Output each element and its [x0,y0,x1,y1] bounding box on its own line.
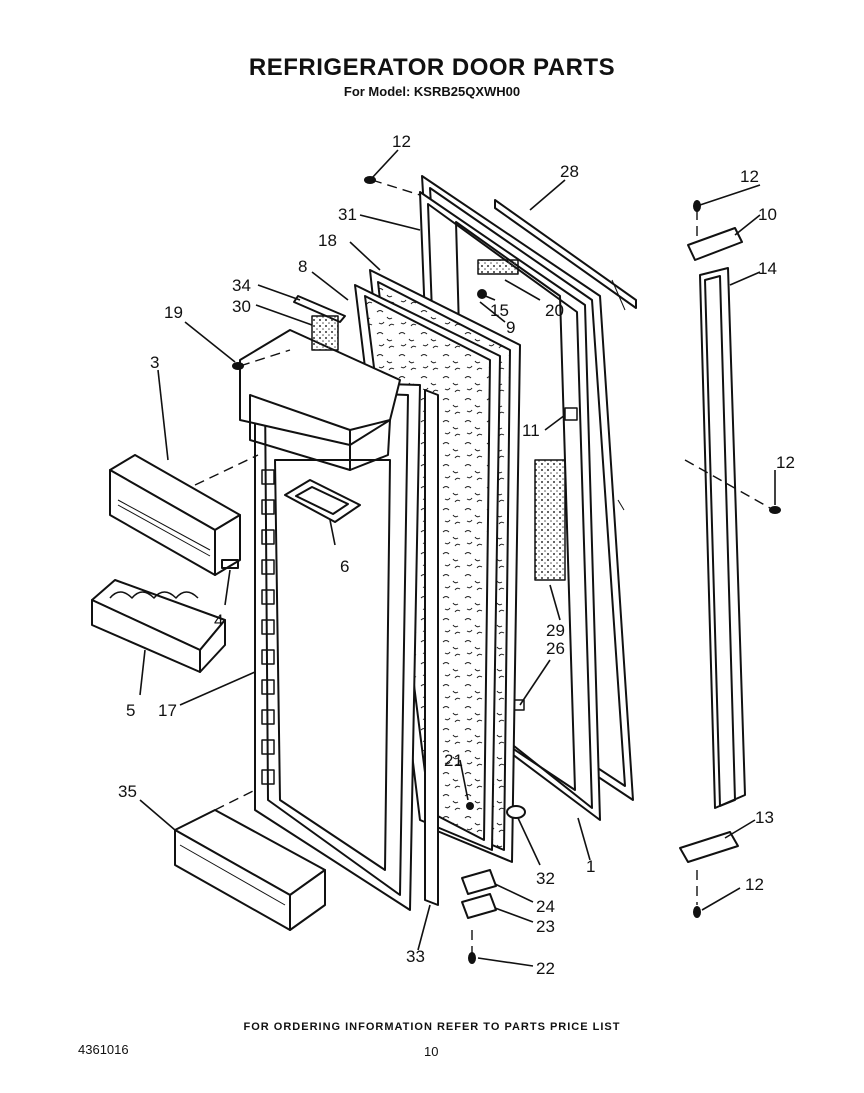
callout-33: 33 [406,947,425,966]
callout-29: 29 [546,621,565,640]
callout-3: 3 [150,353,159,372]
screw-19 [232,362,244,370]
screw-right-12 [769,506,781,514]
callout-26: 26 [546,639,565,658]
callout-22: 22 [536,959,555,978]
callout-4: 4 [214,611,223,630]
callout-19: 19 [164,303,183,322]
door-bracket [564,407,578,421]
screw-hinge-bottom [693,906,701,918]
bottom-plate-lower [461,893,497,919]
callout-13: 13 [755,808,774,827]
callout-9: 9 [506,318,515,337]
callout-12: 12 [776,453,795,472]
callout-15: 15 [490,301,509,320]
callout-11: 11 [522,421,540,440]
callout-6: 6 [340,557,349,576]
fastener-21 [466,802,474,810]
top-hinge [687,227,743,261]
callout-8: 8 [298,257,307,276]
callout-12: 12 [745,875,764,894]
callout-20: 20 [545,301,564,320]
drip-tray [284,479,361,523]
callout-14: 14 [758,259,777,278]
screws [232,176,781,964]
inner-door-liner [254,379,421,911]
bottom-plate-upper [461,869,497,895]
callout-28: 28 [560,162,579,181]
callout-5: 5 [126,701,135,720]
egg-tray [91,579,226,673]
callout-12: 12 [392,132,411,151]
bottom-hinge [679,831,739,863]
callout-18: 18 [318,231,337,250]
dispenser-pad [311,315,339,351]
document-number: 4361016 [78,1042,129,1057]
callout-32: 32 [536,869,555,888]
callout-35: 35 [118,782,137,801]
diagram-title: REFRIGERATOR DOOR PARTS [248,54,616,81]
callout-21: 21 [444,751,463,770]
alignment-lines [194,179,771,955]
callout-30: 30 [232,297,251,316]
model-subtitle: For Model: KSRB25QXWH00 [343,84,521,99]
shelf-trim [221,559,239,569]
callout-labels: 12 28 31 18 8 34 30 19 3 15 20 9 11 12 1… [118,132,795,978]
callout-23: 23 [536,917,555,936]
callout-34: 34 [232,276,251,295]
shelf-cover [109,454,241,576]
door-trim-strip [424,389,439,906]
callout-12: 12 [740,167,759,186]
hinge-channel [699,267,746,809]
door-foot [506,805,526,819]
callout-17: 17 [158,701,177,720]
door-bin [174,809,326,931]
dispenser-housing [239,329,401,471]
screw-hinge-top [693,200,701,212]
door-insulation-block [534,459,566,581]
leader-lines [139,149,776,967]
fastener-15 [477,289,487,299]
screw-22 [468,952,476,964]
callout-31: 31 [338,205,357,224]
callout-10: 10 [758,205,777,224]
page-number: 10 [424,1044,439,1059]
callout-1: 1 [586,857,595,876]
ordering-info-note: FOR ORDERING INFORMATION REFER TO PARTS … [243,1021,621,1033]
callout-24: 24 [536,897,555,916]
